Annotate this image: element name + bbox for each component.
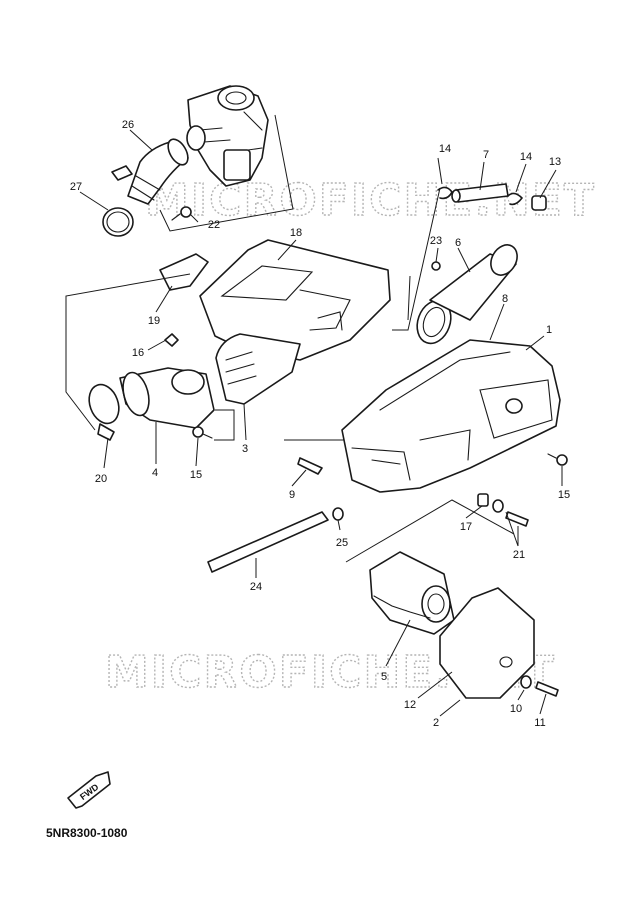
screw-15-left bbox=[192, 426, 213, 439]
fwd-arrow: FWD bbox=[67, 771, 111, 809]
callout-17: 17 bbox=[460, 521, 472, 533]
callout-27: 27 bbox=[70, 181, 82, 193]
callout-16: 16 bbox=[132, 347, 144, 359]
intake-joint bbox=[111, 138, 189, 205]
callout-3: 3 bbox=[242, 443, 248, 455]
screw-21 bbox=[492, 499, 529, 527]
clip-14-left bbox=[437, 186, 453, 200]
callout-18: 18 bbox=[290, 227, 302, 239]
catalog-code: 5NR8300-1080 bbox=[46, 826, 128, 840]
callout-14-right: 14 bbox=[520, 151, 532, 163]
drain-hose bbox=[207, 511, 329, 573]
callout-1: 1 bbox=[546, 324, 552, 336]
screw-22 bbox=[171, 206, 192, 221]
screw-23 bbox=[431, 261, 441, 271]
screw-9 bbox=[297, 457, 323, 475]
callout-15-left: 15 bbox=[190, 469, 202, 481]
callout-23: 23 bbox=[430, 235, 442, 247]
element-frame bbox=[215, 333, 301, 405]
screw-15-right bbox=[547, 453, 568, 466]
callout-15-right: 15 bbox=[558, 489, 570, 501]
callout-10: 10 bbox=[510, 703, 522, 715]
filter-cap bbox=[439, 587, 535, 699]
callout-21: 21 bbox=[513, 549, 525, 561]
gasket-19 bbox=[159, 253, 209, 291]
callout-7: 7 bbox=[483, 149, 489, 161]
air-filter bbox=[369, 551, 455, 635]
hose-clamp bbox=[88, 383, 120, 441]
washer-10 bbox=[520, 675, 532, 689]
callout-12: 12 bbox=[404, 699, 416, 711]
callout-13: 13 bbox=[549, 156, 561, 168]
callout-5: 5 bbox=[381, 671, 387, 683]
callout-2: 2 bbox=[433, 717, 439, 729]
callout-6: 6 bbox=[455, 237, 461, 249]
air-cleaner-case bbox=[341, 339, 561, 493]
callout-22: 22 bbox=[208, 219, 220, 231]
screw-11 bbox=[535, 681, 559, 697]
callout-11: 11 bbox=[534, 717, 545, 729]
callout-26: 26 bbox=[122, 119, 134, 131]
callout-20: 20 bbox=[95, 473, 107, 485]
callout-8: 8 bbox=[502, 293, 508, 305]
callout-9: 9 bbox=[289, 489, 295, 501]
carburetor bbox=[186, 85, 269, 187]
callout-24: 24 bbox=[250, 581, 262, 593]
callout-19: 19 bbox=[148, 315, 160, 327]
intake-tube bbox=[429, 244, 518, 321]
callout-14-left: 14 bbox=[439, 143, 451, 155]
intake-duct bbox=[119, 367, 215, 429]
callout-25: 25 bbox=[336, 537, 348, 549]
clip-16 bbox=[164, 333, 179, 347]
clip-25 bbox=[332, 507, 344, 521]
clip-14-right bbox=[507, 192, 523, 206]
callout-4: 4 bbox=[152, 467, 158, 479]
cap-13 bbox=[531, 195, 547, 211]
part-17 bbox=[477, 493, 489, 507]
